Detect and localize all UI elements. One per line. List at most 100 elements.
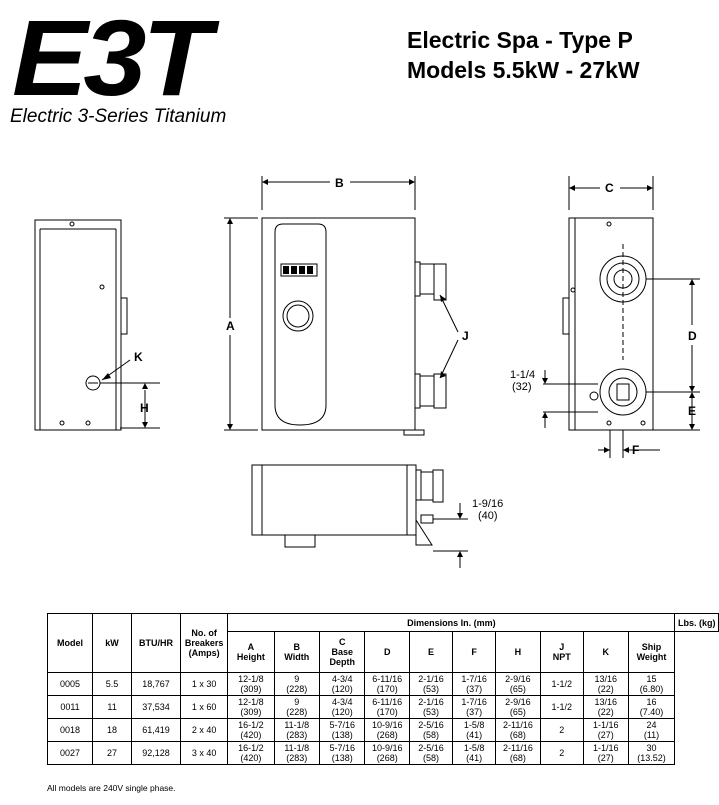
cell-h: 2-11/16(68) bbox=[495, 741, 541, 765]
dim-label-f: F bbox=[632, 443, 639, 457]
cell-k: 13/16(22) bbox=[582, 672, 629, 696]
cell-c: 5-7/16(138) bbox=[318, 718, 366, 742]
cell-btu: 61,419 bbox=[131, 718, 181, 742]
col-h: H bbox=[495, 631, 541, 673]
dim-label-c: C bbox=[605, 181, 614, 195]
dimensions-group-header: Dimensions In. (mm) bbox=[227, 613, 676, 632]
brand-logo: E3T bbox=[12, 0, 212, 118]
table-row: 0018 18 61,419 2 x 40 16-1/2(420) 11-1/8… bbox=[47, 718, 719, 742]
dim-label-j: J bbox=[462, 329, 469, 343]
dimension-drawing: B A J K H C D E F 1-1/4 (32) 1-9/16 (40) bbox=[34, 176, 700, 568]
cell-breakers: 2 x 40 bbox=[179, 718, 229, 742]
col-k: K bbox=[582, 631, 629, 673]
cell-c: 4-3/4(120) bbox=[318, 672, 366, 696]
col-f: F bbox=[452, 631, 497, 673]
offset-bottom-mm: (40) bbox=[478, 510, 498, 522]
cell-btu: 92,128 bbox=[131, 741, 181, 765]
table-row: 0005 5.5 18,767 1 x 30 12-1/8(309) 9(228… bbox=[47, 672, 719, 696]
cell-e: 2-1/16(53) bbox=[408, 672, 454, 696]
cell-breakers: 1 x 60 bbox=[179, 695, 229, 719]
cell-breakers: 3 x 40 bbox=[179, 741, 229, 765]
bottom-view bbox=[251, 464, 468, 568]
cell-kw: 27 bbox=[91, 741, 133, 765]
cell-a: 16-1/2(420) bbox=[227, 718, 275, 742]
cell-model: 0005 bbox=[47, 672, 93, 696]
cell-f: 1-5/8(41) bbox=[452, 741, 497, 765]
cell-weight: 15(6.80) bbox=[627, 672, 676, 696]
cell-model: 0011 bbox=[47, 695, 93, 719]
cell-weight: 24(11) bbox=[627, 718, 676, 742]
col-model: Model bbox=[47, 613, 93, 673]
cell-b: 9(228) bbox=[273, 695, 320, 719]
cell-d: 6-11/16(170) bbox=[364, 672, 410, 696]
cell-j: 1-1/2 bbox=[539, 695, 584, 719]
cell-b: 9(228) bbox=[273, 672, 320, 696]
cell-h: 2-9/16(65) bbox=[495, 695, 541, 719]
front-view bbox=[224, 176, 459, 436]
cell-k: 13/16(22) bbox=[582, 695, 629, 719]
cell-model: 0018 bbox=[47, 718, 93, 742]
dim-label-d: D bbox=[688, 329, 697, 343]
cell-f: 1-5/8(41) bbox=[452, 718, 497, 742]
cell-e: 2-5/16(58) bbox=[408, 718, 454, 742]
cell-k: 1-1/16(27) bbox=[582, 741, 629, 765]
col-e: E bbox=[408, 631, 454, 673]
cell-kw: 11 bbox=[91, 695, 133, 719]
page-title-line2: Models 5.5kW - 27kW bbox=[407, 57, 640, 83]
dim-label-k: K bbox=[134, 350, 143, 364]
cell-f: 1-7/16(37) bbox=[452, 672, 497, 696]
cell-a: 12-1/8(309) bbox=[227, 672, 275, 696]
offset-bottom-in: 1-9/16 bbox=[472, 498, 503, 510]
cell-e: 2-1/16(53) bbox=[408, 695, 454, 719]
cell-h: 2-9/16(65) bbox=[495, 672, 541, 696]
dim-label-h: H bbox=[140, 401, 149, 415]
cell-weight: 16(7.40) bbox=[627, 695, 676, 719]
cell-b: 11-1/8(283) bbox=[273, 741, 320, 765]
cell-k: 1-1/16(27) bbox=[582, 718, 629, 742]
cell-j: 2 bbox=[539, 741, 584, 765]
page-title-line1: Electric Spa - Type P bbox=[407, 27, 633, 53]
cell-f: 1-7/16(37) bbox=[452, 695, 497, 719]
cell-weight: 30(13.52) bbox=[627, 741, 676, 765]
logo-subtitle: Electric 3-Series Titanium bbox=[10, 106, 227, 127]
cell-c: 4-3/4(120) bbox=[318, 695, 366, 719]
cell-breakers: 1 x 30 bbox=[179, 672, 229, 696]
cell-j: 2 bbox=[539, 718, 584, 742]
cell-a: 12-1/8(309) bbox=[227, 695, 275, 719]
right-side-view bbox=[543, 176, 700, 458]
cell-e: 2-5/16(58) bbox=[408, 741, 454, 765]
cell-h: 2-11/16(68) bbox=[495, 718, 541, 742]
weight-group-header: Lbs. (kg) bbox=[674, 613, 719, 632]
table-row: 0011 11 37,534 1 x 60 12-1/8(309) 9(228)… bbox=[47, 695, 719, 719]
col-kw: kW bbox=[91, 613, 133, 673]
cell-btu: 37,534 bbox=[131, 695, 181, 719]
cell-a: 16-1/2(420) bbox=[227, 741, 275, 765]
cell-d: 10-9/16(268) bbox=[364, 718, 410, 742]
dim-label-b: B bbox=[335, 176, 344, 190]
cell-c: 5-7/16(138) bbox=[318, 741, 366, 765]
cell-j: 1-1/2 bbox=[539, 672, 584, 696]
left-side-view bbox=[34, 219, 160, 431]
footnote: All models are 240V single phase. bbox=[47, 783, 176, 793]
cell-d: 6-11/16(170) bbox=[364, 695, 410, 719]
cell-d: 10-9/16(268) bbox=[364, 741, 410, 765]
col-d: D bbox=[364, 631, 410, 673]
offset-small-mm: (32) bbox=[512, 381, 532, 393]
cell-kw: 5.5 bbox=[91, 672, 133, 696]
table-row: 0027 27 92,128 3 x 40 16-1/2(420) 11-1/8… bbox=[47, 741, 719, 765]
dim-label-a: A bbox=[226, 319, 235, 333]
col-btu: BTU/HR bbox=[131, 613, 181, 673]
cell-btu: 18,767 bbox=[131, 672, 181, 696]
cell-kw: 18 bbox=[91, 718, 133, 742]
offset-small-in: 1-1/4 bbox=[510, 369, 535, 381]
dim-label-e: E bbox=[688, 404, 696, 418]
cell-b: 11-1/8(283) bbox=[273, 718, 320, 742]
cell-model: 0027 bbox=[47, 741, 93, 765]
